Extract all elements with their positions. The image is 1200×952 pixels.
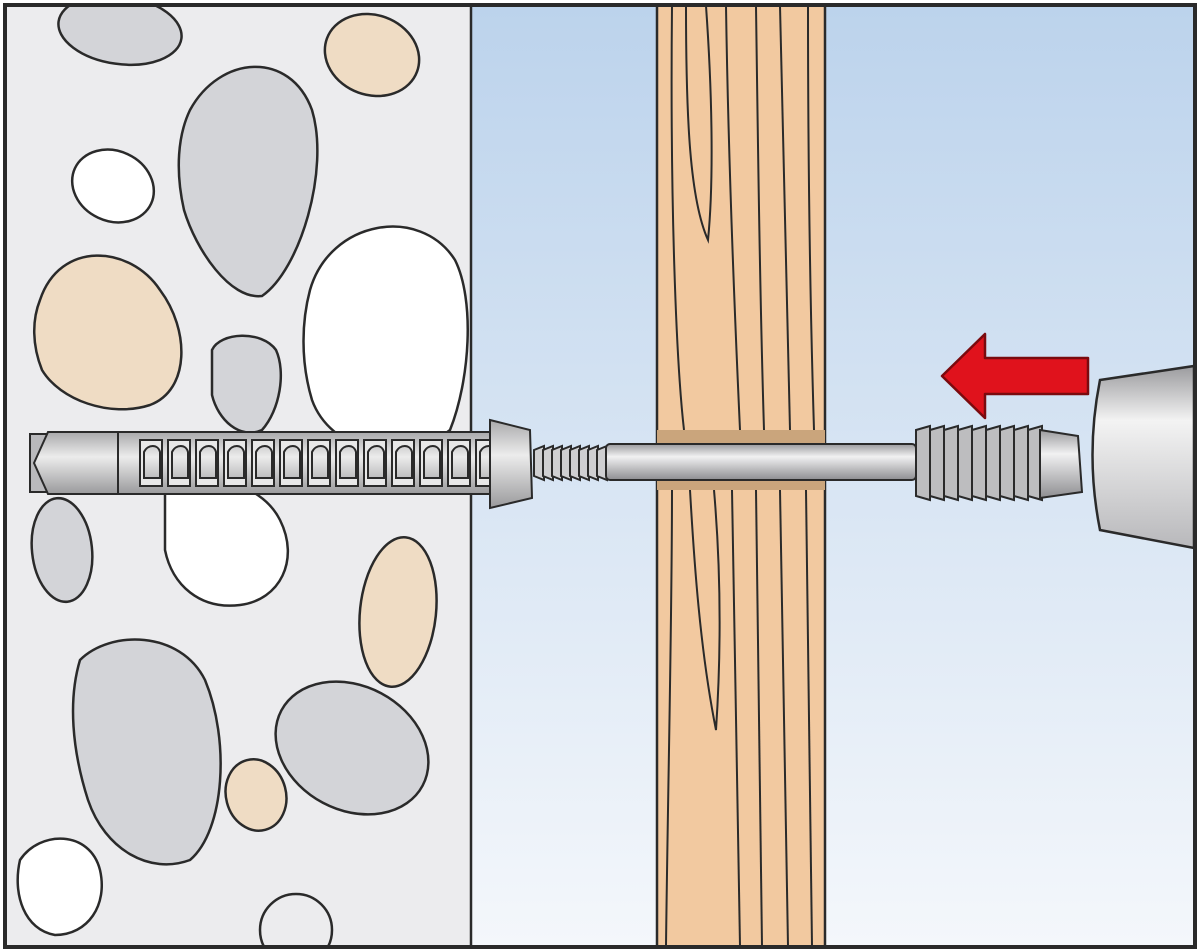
plug-rib — [447, 439, 471, 487]
fine-thread-turn — [533, 444, 545, 482]
aggregate-stones — [16, 6, 469, 946]
plug-tip — [32, 431, 119, 495]
coarse-thread-turn — [1027, 424, 1043, 502]
stone — [177, 65, 319, 298]
fine-thread-turn — [551, 444, 563, 482]
fine-thread-turn — [578, 444, 590, 482]
plug-rib — [391, 439, 415, 487]
plug-rib — [223, 439, 247, 487]
stone — [70, 148, 156, 224]
stone — [302, 225, 469, 453]
coarse-thread-turn — [915, 424, 931, 502]
stone — [71, 638, 222, 866]
plug-rib — [167, 439, 191, 487]
plug-rib — [307, 439, 331, 487]
coarse-thread-turn — [999, 424, 1015, 502]
coarse-thread-turn — [1013, 424, 1029, 502]
stone — [274, 680, 430, 816]
plug-collar — [489, 418, 534, 510]
stone — [32, 254, 183, 411]
plug-rib — [363, 439, 387, 487]
stone — [258, 892, 334, 946]
plug-rib — [279, 439, 303, 487]
fine-thread-turn — [560, 444, 572, 482]
coarse-thread-turn — [985, 424, 1001, 502]
coarse-thread-turn — [957, 424, 973, 502]
screw-coarse-thread — [915, 424, 1043, 502]
arrow-left-icon — [940, 332, 1090, 420]
frame-border — [3, 3, 1197, 949]
fine-thread-turn — [587, 444, 599, 482]
screw-shank — [605, 443, 917, 481]
coarse-thread-turn — [971, 424, 987, 502]
plug-rib — [335, 439, 359, 487]
screw-head — [1039, 428, 1084, 500]
stone — [323, 12, 421, 98]
stone — [224, 758, 288, 832]
screw — [533, 424, 1084, 502]
fine-thread-turn — [542, 444, 554, 482]
stone — [210, 334, 283, 434]
plug-rib — [195, 439, 219, 487]
coarse-thread-turn — [943, 424, 959, 502]
coarse-thread-turn — [929, 424, 945, 502]
stone — [358, 536, 438, 688]
screw-fine-thread — [533, 444, 608, 482]
screwdriver-head-icon — [1091, 364, 1196, 550]
stone — [30, 496, 94, 604]
stone — [57, 6, 183, 67]
plug-rib — [419, 439, 443, 487]
plastic-plug — [32, 418, 534, 510]
fine-thread-turn — [569, 444, 581, 482]
plug-rib — [251, 439, 275, 487]
plug-rib — [139, 439, 163, 487]
stone — [16, 837, 103, 937]
